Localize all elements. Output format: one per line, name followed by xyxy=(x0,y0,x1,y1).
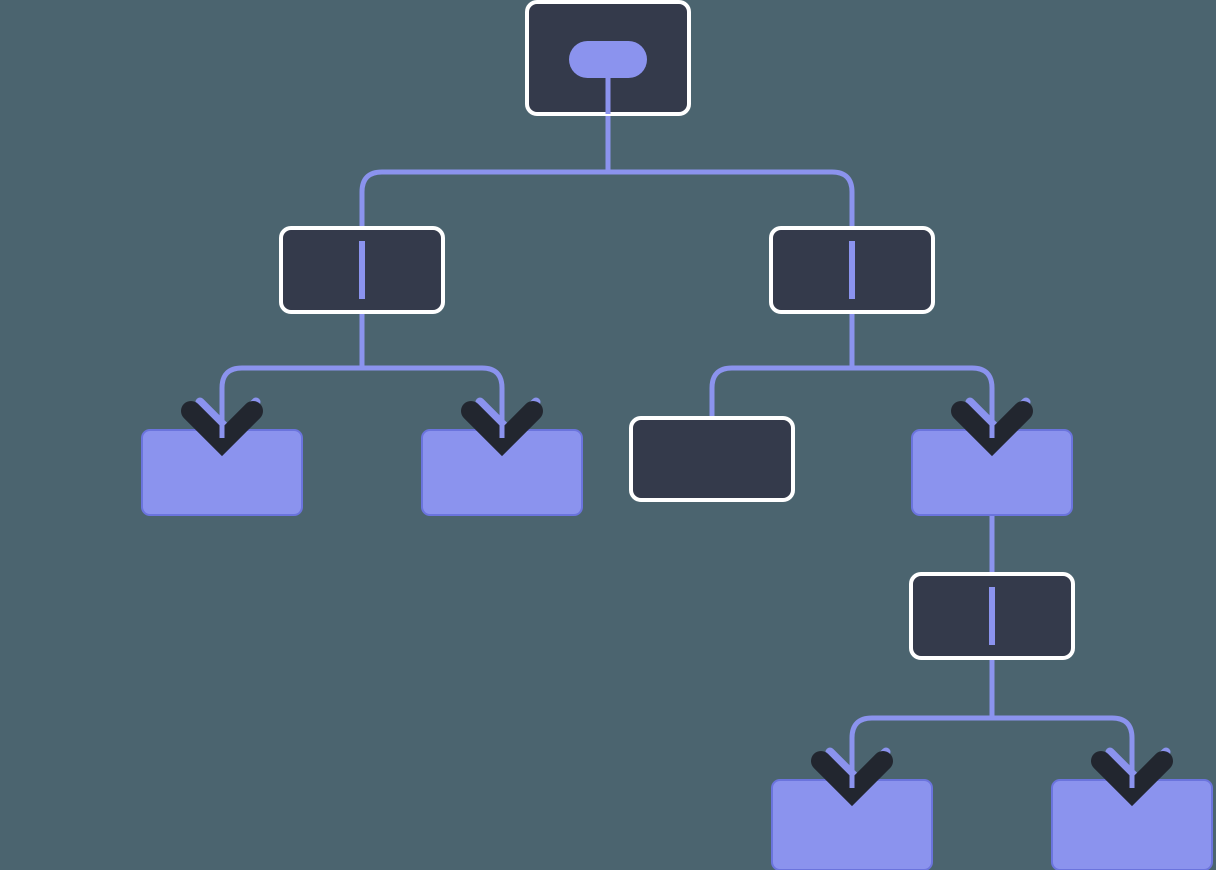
node-bar-marker-branch-right xyxy=(849,241,855,299)
arrow-head-leaf-5 xyxy=(1091,751,1173,807)
arrow-head-leaf-1 xyxy=(181,401,263,457)
edge-branch-left-to-leaf-1 xyxy=(219,365,362,440)
arrow-layer xyxy=(181,397,1173,807)
edge-branch-left-to-leaf-2 xyxy=(362,365,505,440)
arrow-head-leaf-4 xyxy=(811,751,893,807)
edge-root-to-branch-right xyxy=(608,169,855,228)
node-pill-marker-root xyxy=(569,41,647,78)
node-bar-marker-branch-left xyxy=(359,241,365,299)
arrow-head-branch-deep xyxy=(951,401,1033,457)
edge-sub-branch-to-leaf-5 xyxy=(992,715,1135,790)
edge-sub-branch-to-leaf-4 xyxy=(849,715,992,790)
edge-layer xyxy=(219,78,1135,790)
node-layer xyxy=(141,0,1213,870)
edge-root-to-branch-left xyxy=(359,169,608,228)
node-bar-marker-sub-branch xyxy=(989,587,995,645)
node-leaf-3[interactable] xyxy=(629,416,795,502)
edge-branch-right-to-branch-deep xyxy=(852,365,995,440)
node-body-leaf-3[interactable] xyxy=(629,416,795,502)
edge-branch-right-to-leaf-3 xyxy=(709,365,852,418)
arrow-head-leaf-2 xyxy=(461,401,543,457)
